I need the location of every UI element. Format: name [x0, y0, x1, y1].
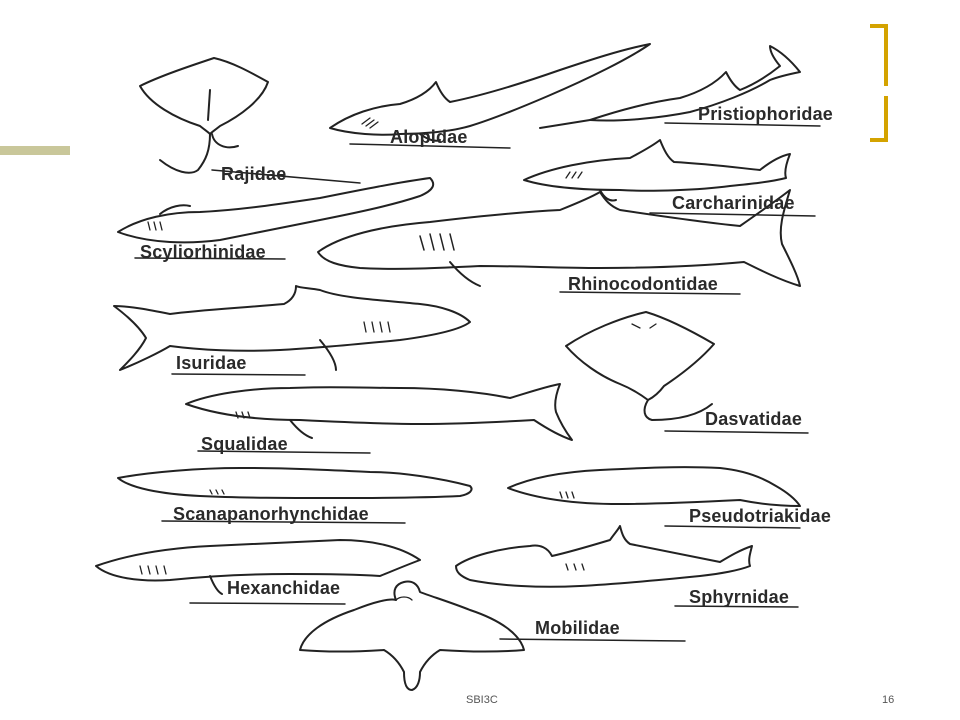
- footer-page-number: 16: [882, 694, 895, 706]
- hexanchidae-illustration: [95, 539, 421, 605]
- pristiophoridae-illustration: [539, 45, 821, 129]
- bracket-decoration: [870, 24, 888, 142]
- label-pristiophoridae: Pristiophoridae: [698, 104, 834, 124]
- alopidae-illustration: [329, 43, 651, 149]
- dasvatidae-illustration: [565, 311, 809, 434]
- label-pseudotriakidae: Pseudotriakidae: [689, 506, 832, 526]
- label-mobilidae: Mobilidae: [535, 618, 620, 638]
- label-rhinocodontidae: Rhinocodontidae: [568, 274, 718, 294]
- label-alopidae: Alopidae: [390, 127, 468, 147]
- pseudotriakidae-illustration: [507, 466, 801, 529]
- sphyrnidae-illustration: [455, 525, 799, 608]
- accent-bar: [0, 146, 70, 155]
- label-sphyrnidae: Sphyrnidae: [689, 587, 790, 607]
- footer-course: SBI3C: [466, 694, 498, 706]
- scanapanorhynchidae-illustration: [117, 467, 473, 524]
- label-carcharinidae: Carcharinidae: [672, 193, 795, 213]
- label-dasvatidae: Dasvatidae: [705, 409, 803, 429]
- label-isuridae: Isuridae: [176, 353, 247, 373]
- label-scyliorhinidae: Scyliorhinidae: [140, 242, 266, 262]
- label-hexanchidae: Hexanchidae: [227, 578, 341, 598]
- bracket-notch: [884, 86, 890, 96]
- label-scanapanorhynchidae: Scanapanorhynchidae: [173, 504, 369, 524]
- rhinocodontidae-illustration: [317, 189, 801, 295]
- isuridae-illustration: [113, 285, 471, 376]
- rajidae-illustration: [139, 57, 361, 184]
- label-squalidae: Squalidae: [201, 434, 288, 454]
- squalidae-illustration: [185, 383, 573, 454]
- label-rajidae: Rajidae: [221, 164, 287, 184]
- scyliorhinidae-illustration: [117, 177, 435, 260]
- mobilidae-illustration: [299, 580, 686, 691]
